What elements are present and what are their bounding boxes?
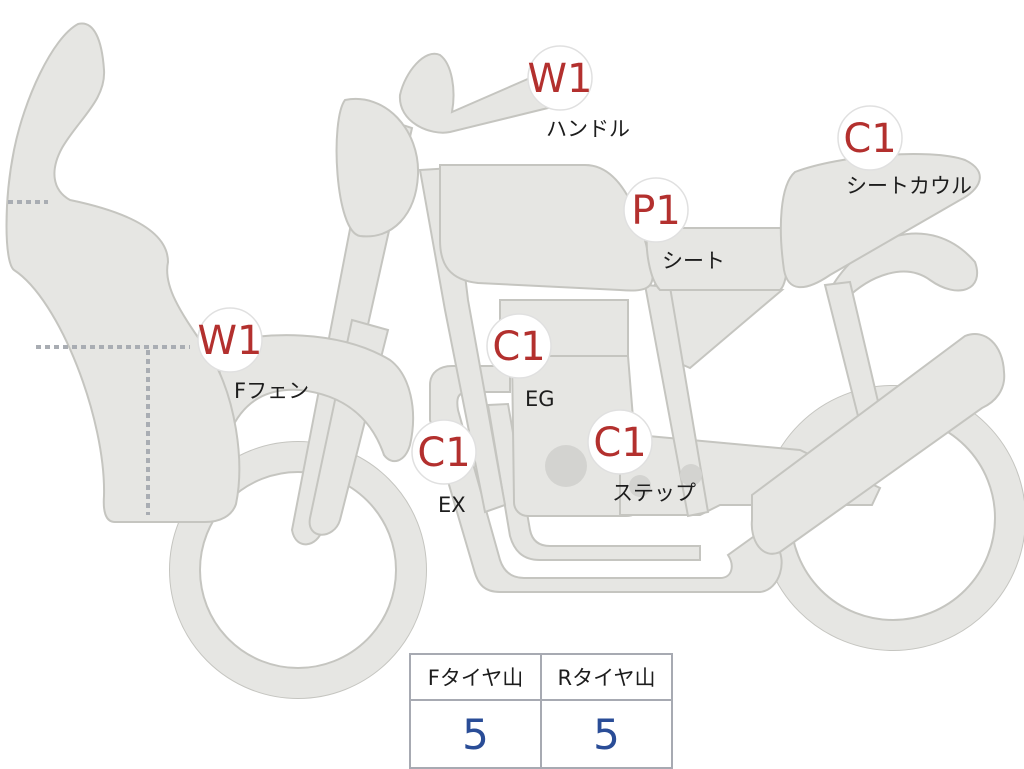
label-seat-cowl: C1 シートカウル	[837, 105, 972, 198]
label-exhaust: C1 EX	[411, 419, 477, 517]
label-name: EG	[525, 387, 555, 411]
label-name: シートカウル	[846, 174, 972, 198]
front-fender-shape	[213, 334, 414, 463]
table-header-row: Fタイヤ山 Rタイヤ山	[409, 653, 673, 701]
label-code: C1	[417, 430, 470, 476]
engine-cover-dot	[545, 445, 587, 487]
table-value-row: 5 5	[409, 699, 673, 769]
front-wheel	[169, 441, 427, 699]
label-step: C1 ステップ	[587, 409, 696, 505]
label-front-fender: W1 Fフェン	[197, 307, 309, 403]
front-tire-value: 5	[409, 699, 542, 769]
rear-tire-value: 5	[540, 699, 673, 769]
label-name: シート	[662, 249, 725, 273]
step-peg-2	[680, 464, 702, 486]
rear-shock-arm	[750, 333, 1006, 555]
label-code: C1	[492, 324, 545, 370]
front-cowl	[5, 22, 241, 523]
fuel-tank	[439, 164, 654, 292]
label-code: W1	[198, 318, 263, 364]
label-name: ステップ	[612, 481, 696, 505]
label-code: W1	[528, 56, 593, 102]
label-name: ハンドル	[546, 117, 630, 141]
label-code: C1	[593, 420, 646, 466]
rear-tire-header: Rタイヤ山	[540, 653, 673, 701]
label-name: Fフェン	[234, 379, 309, 403]
label-engine: C1 EG	[486, 313, 555, 411]
headlight-shape	[335, 97, 420, 238]
step-peg-1	[629, 475, 651, 497]
label-code: C1	[843, 116, 896, 162]
rear-strut	[823, 280, 882, 418]
label-handle: W1 ハンドル	[527, 45, 630, 141]
label-code: P1	[631, 188, 681, 234]
tire-tread-table: Fタイヤ山 Rタイヤ山 5 5	[409, 653, 673, 769]
label-name: EX	[438, 493, 466, 517]
exhaust-pipe-inner	[486, 402, 701, 561]
front-tire-header: Fタイヤ山	[409, 653, 542, 701]
label-seat: P1 シート	[623, 177, 725, 273]
